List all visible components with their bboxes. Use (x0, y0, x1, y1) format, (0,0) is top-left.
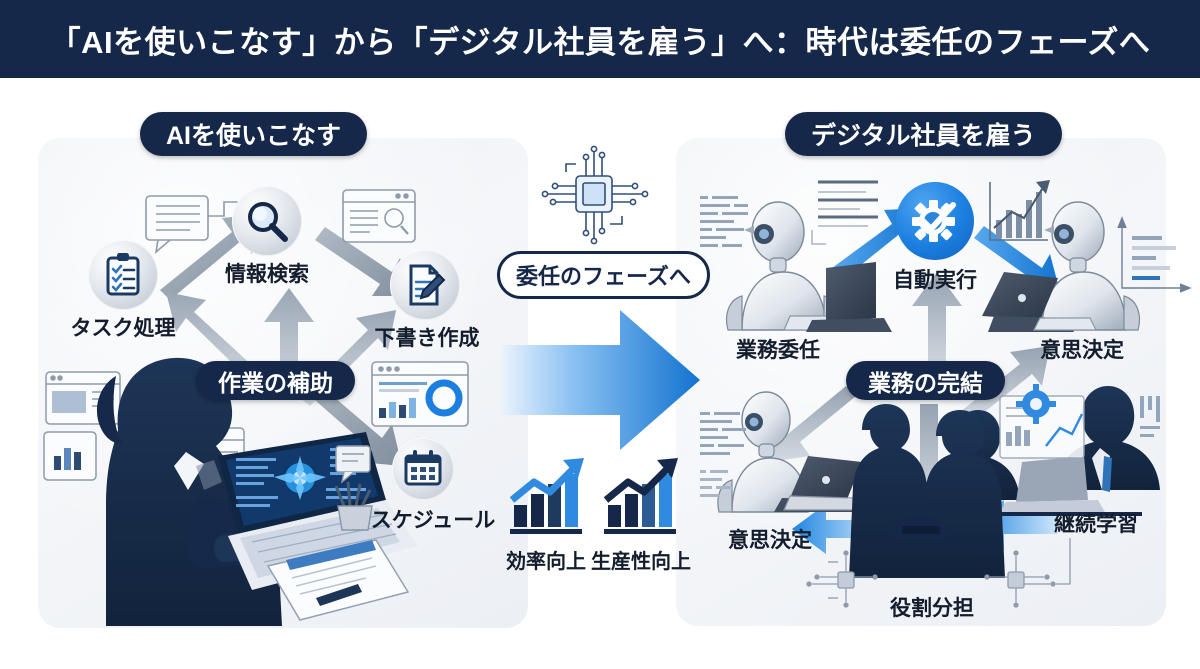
badge-hire-digital-staff: デジタル社員を雇う (785, 112, 1062, 156)
node-schedule (392, 438, 454, 500)
page-title: 「AIを使いこなす」から「デジタル社員を雇う」へ：時代は委任のフェーズへ (49, 24, 1151, 60)
badge-work-assist: 作業の補助 (196, 361, 355, 400)
metric-efficiency-label: 効率向上 (506, 551, 586, 573)
gear-check-icon (896, 182, 974, 260)
node-delegate-label: 業務委任 (736, 339, 820, 362)
metric-productivity-label: 生産性向上 (591, 551, 691, 573)
node-task-processing-label: タスク処理 (70, 317, 176, 340)
calendar-icon (392, 438, 454, 500)
node-task-processing (88, 240, 158, 310)
node-auto-execution (896, 182, 974, 260)
node-auto-execution-label: 自動実行 (893, 269, 977, 292)
badge-ai-utilize-label: AIを使いこなす (166, 122, 342, 150)
badge-delegation-phase: 委任のフェーズへ (497, 251, 710, 299)
badge-work-completion-label: 業務の完結 (868, 369, 983, 396)
clipboard-check-icon (88, 240, 158, 310)
magnifier-icon (232, 186, 302, 256)
growth-chart-dark-icon (603, 458, 678, 534)
node-decide-top-label: 意思決定 (1040, 339, 1124, 362)
badge-hire-digital-staff-label: デジタル社員を雇う (811, 122, 1036, 150)
badge-work-completion: 業務の完結 (846, 361, 1005, 400)
node-draft-creation (390, 250, 460, 320)
node-roles-label: 役割分担 (890, 597, 974, 620)
node-information-search-label: 情報検索 (225, 263, 309, 286)
header-bar: 「AIを使いこなす」から「デジタル社員を雇う」へ：時代は委任のフェーズへ (0, 0, 1200, 78)
node-decide-bottom-label: 意思決定 (728, 529, 812, 552)
node-information-search (232, 186, 302, 256)
document-pencil-icon (390, 250, 460, 320)
badge-delegation-phase-label: 委任のフェーズへ (516, 264, 691, 289)
node-learning-label: 継続学習 (1054, 513, 1138, 536)
cpu-chip-icon (541, 145, 649, 245)
badge-ai-utilize: AIを使いこなす (140, 112, 368, 156)
phase-transition-arrow (502, 310, 700, 450)
node-schedule-label: スケジュール (370, 509, 496, 532)
node-draft-creation-label: 下書き作成 (374, 327, 480, 350)
badge-work-assist-label: 作業の補助 (218, 369, 333, 396)
